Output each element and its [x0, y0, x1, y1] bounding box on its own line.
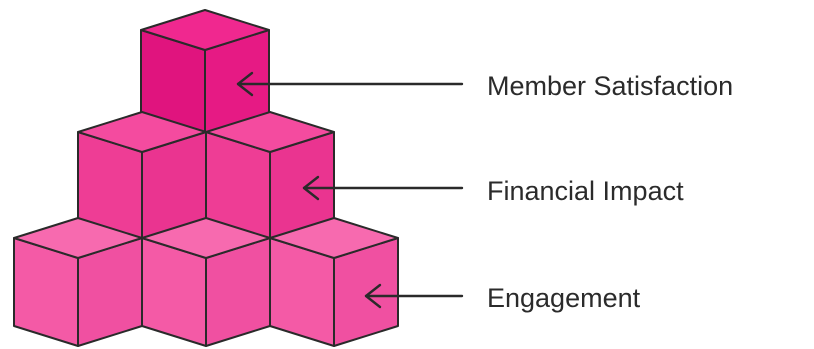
cube-top-face — [205, 111, 335, 153]
cube-top-face — [13, 217, 143, 259]
arrow-engagement — [364, 283, 464, 309]
cube-top-face — [140, 9, 270, 51]
arrow-member-satisfaction — [236, 71, 464, 97]
cube-middle-right — [205, 111, 335, 241]
arrow-group — [236, 71, 464, 309]
cube-middle-left — [77, 111, 207, 241]
cube-bottom-right — [269, 217, 399, 347]
cube-top-face — [269, 217, 399, 259]
cube-top — [140, 9, 270, 139]
cube-bottom-left — [13, 217, 143, 347]
arrow-financial-impact — [302, 175, 464, 201]
level-label-engagement: Engagement — [487, 283, 641, 313]
cube-top-face — [141, 217, 271, 259]
cube-top-face — [77, 111, 207, 153]
level-label-financial-impact: Financial Impact — [487, 176, 684, 206]
cube-bottom-center — [141, 217, 271, 347]
cube-stack — [13, 9, 399, 347]
level-label-member-satisfaction: Member Satisfaction — [487, 71, 733, 101]
